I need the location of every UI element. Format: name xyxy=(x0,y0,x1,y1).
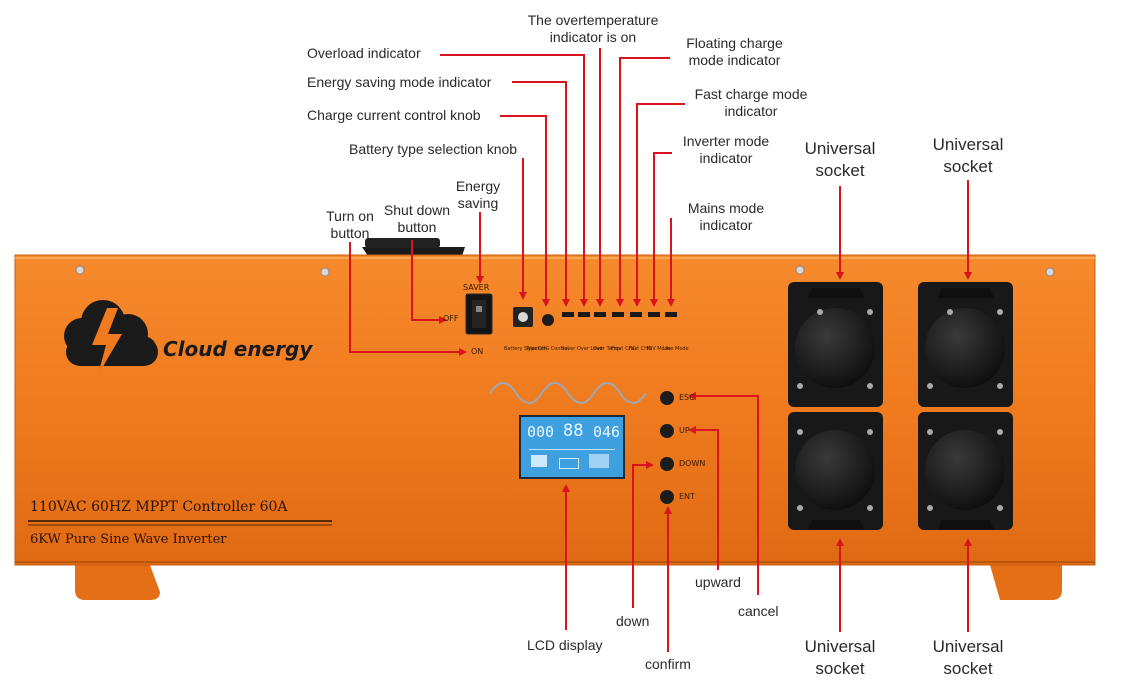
callout-energy-saving-mode: Energy saving mode indicator xyxy=(307,74,492,90)
ind-label-inv: INV Mode xyxy=(647,346,671,352)
ind-label-fast: Fast CHG xyxy=(629,346,652,352)
socket-bottom-left xyxy=(788,412,883,530)
socket-bottom-right xyxy=(918,412,1013,530)
ent-button-label[interactable]: ENT xyxy=(679,492,695,501)
switch-off-label: OFF xyxy=(443,314,459,323)
right-foot xyxy=(990,565,1062,600)
callout-battery-type: Battery type selection knob xyxy=(349,141,518,157)
ind-label-chg: CHG Control xyxy=(538,346,569,352)
down-button-label[interactable]: DOWN xyxy=(679,459,706,468)
lcd-icons xyxy=(529,449,615,472)
ind-label-saver: Saver xyxy=(561,346,576,352)
callout-confirm: confirm xyxy=(645,656,691,672)
socket-top-left xyxy=(788,282,883,407)
device-body xyxy=(14,254,1096,566)
esc-button-label[interactable]: ESC xyxy=(679,393,695,402)
lcd-reading-2: 88 xyxy=(563,421,584,441)
callout-down: down xyxy=(616,613,650,629)
callout-lcd-display: LCD display xyxy=(527,637,603,653)
switch-on-label: ON xyxy=(471,347,484,356)
callout-arrows xyxy=(349,48,972,652)
ind-label-overtemp: Over Temp xyxy=(593,346,620,352)
ind-label-type: Type xyxy=(526,346,538,352)
cloud-energy-logo xyxy=(64,300,158,375)
lcd-display: 000 88 046 xyxy=(519,415,625,479)
callout-cancel: cancel xyxy=(738,603,779,619)
ind-label-line: Line Mode xyxy=(663,346,689,352)
ind-label-overload: Over Load xyxy=(577,346,603,352)
up-button-label[interactable]: UP xyxy=(679,426,690,435)
ind-label-battery: Battery Selection xyxy=(504,346,548,352)
lcd-reading-3: 046 xyxy=(593,423,621,441)
callout-overload: Overload indicator xyxy=(307,45,421,61)
charge-current-knob xyxy=(542,314,554,326)
model-line-1: 110VAC 60HZ MPPT Controller 60A xyxy=(30,499,288,515)
callout-charge-current: Charge current control knob xyxy=(307,107,481,123)
brand-name: Cloud energy xyxy=(163,337,313,361)
lcd-reading-1: 000 xyxy=(527,423,555,441)
model-line-2: 6KW Pure Sine Wave Inverter xyxy=(30,532,227,547)
top-handle xyxy=(362,247,465,256)
callout-upward: upward xyxy=(695,574,741,590)
socket-top-right xyxy=(918,282,1013,407)
switch-saver-label: SAVER xyxy=(463,283,490,292)
sine-wave xyxy=(489,382,647,404)
ind-label-float: Float CHG xyxy=(611,346,637,352)
left-foot xyxy=(75,565,160,600)
